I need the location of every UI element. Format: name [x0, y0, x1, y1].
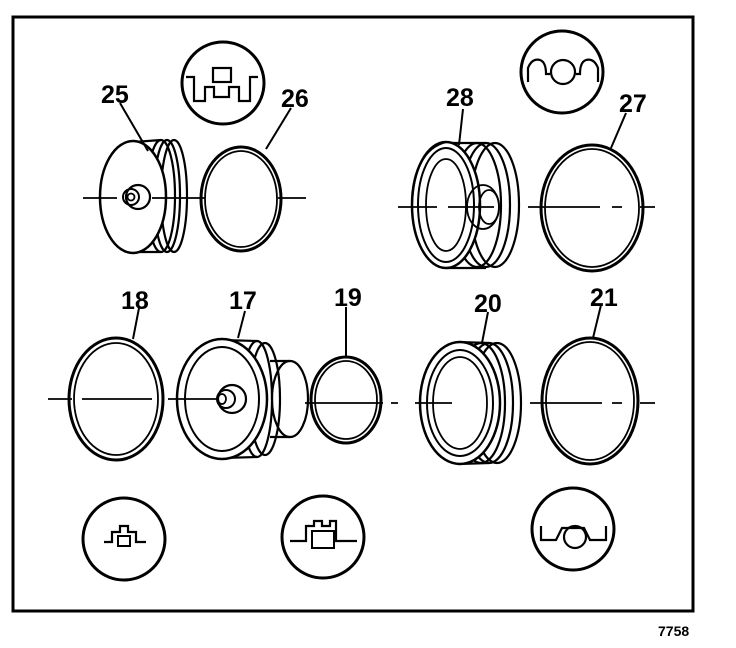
seal-profile-detail-top-left [180, 40, 266, 126]
callout-18: 18 [121, 287, 149, 315]
piston-part-17 [175, 337, 310, 461]
seal-profile-detail-bottom-right [530, 486, 616, 572]
seal-ring-part-19 [309, 355, 383, 445]
callout-21: 21 [590, 284, 618, 312]
callout-27: 27 [619, 90, 647, 118]
diagram-frame [11, 15, 695, 613]
callout-17: 17 [229, 287, 257, 315]
figure-id: 7758 [658, 623, 689, 639]
callout-19: 19 [334, 284, 362, 312]
seal-ring-part-27 [539, 143, 645, 273]
callout-28: 28 [446, 84, 474, 112]
seal-profile-detail-top-right [519, 29, 605, 115]
piston-part-25 [98, 138, 189, 255]
leader-lines [119, 102, 627, 358]
centerline-bottom-left [48, 398, 398, 404]
seal-profile-detail-bottom-left [81, 496, 167, 582]
seal-profile-detail-bottom-middle [280, 494, 366, 580]
seal-ring-part-26 [199, 145, 283, 253]
seal-ring-part-21 [540, 336, 640, 466]
callout-25: 25 [101, 81, 129, 109]
callout-26: 26 [281, 85, 309, 113]
housing-part-28 [410, 140, 521, 270]
callout-20: 20 [474, 290, 502, 318]
